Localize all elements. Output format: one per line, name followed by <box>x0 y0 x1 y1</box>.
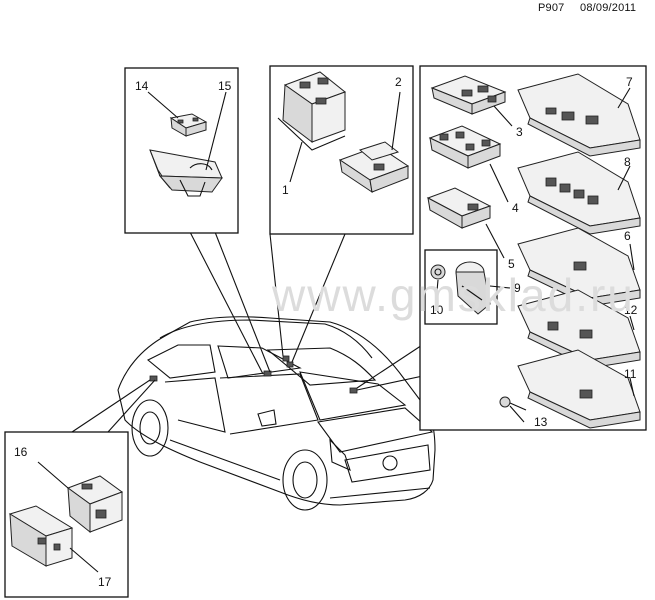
callout-8: 8 <box>624 155 631 169</box>
callout-11: 11 <box>624 367 637 381</box>
box-switches-16-17 <box>4 431 129 598</box>
callout-3: 3 <box>516 125 523 139</box>
callout-16: 16 <box>14 445 28 459</box>
car-illustration <box>117 316 436 511</box>
box-switches-3-13 <box>419 65 647 431</box>
callout-14: 14 <box>135 79 149 93</box>
callout-4: 4 <box>512 201 519 215</box>
box-switches-1-2 <box>269 65 414 235</box>
box-switches-14-15 <box>124 67 239 234</box>
diagram-date: 08/09/2011 <box>580 2 637 14</box>
callout-17: 17 <box>98 575 112 589</box>
callout-6: 6 <box>624 229 631 243</box>
callout-12: 12 <box>624 303 638 317</box>
callout-13: 13 <box>534 415 548 429</box>
callout-15: 15 <box>218 79 232 93</box>
diagram-code: P907 <box>538 2 565 14</box>
watermark: www.gmsklad.ru <box>272 269 635 321</box>
callout-1: 1 <box>282 183 289 197</box>
callout-9: 9 <box>514 281 521 295</box>
callout-10: 10 <box>430 303 444 317</box>
callout-5: 5 <box>508 257 515 271</box>
callout-7: 7 <box>626 75 633 89</box>
callout-2: 2 <box>395 75 402 89</box>
right-box-leaders <box>435 87 635 423</box>
callout-numbers: 14 15 1 2 3 4 5 6 7 8 9 10 11 12 13 16 1… <box>14 75 638 589</box>
location-markers <box>149 355 358 394</box>
